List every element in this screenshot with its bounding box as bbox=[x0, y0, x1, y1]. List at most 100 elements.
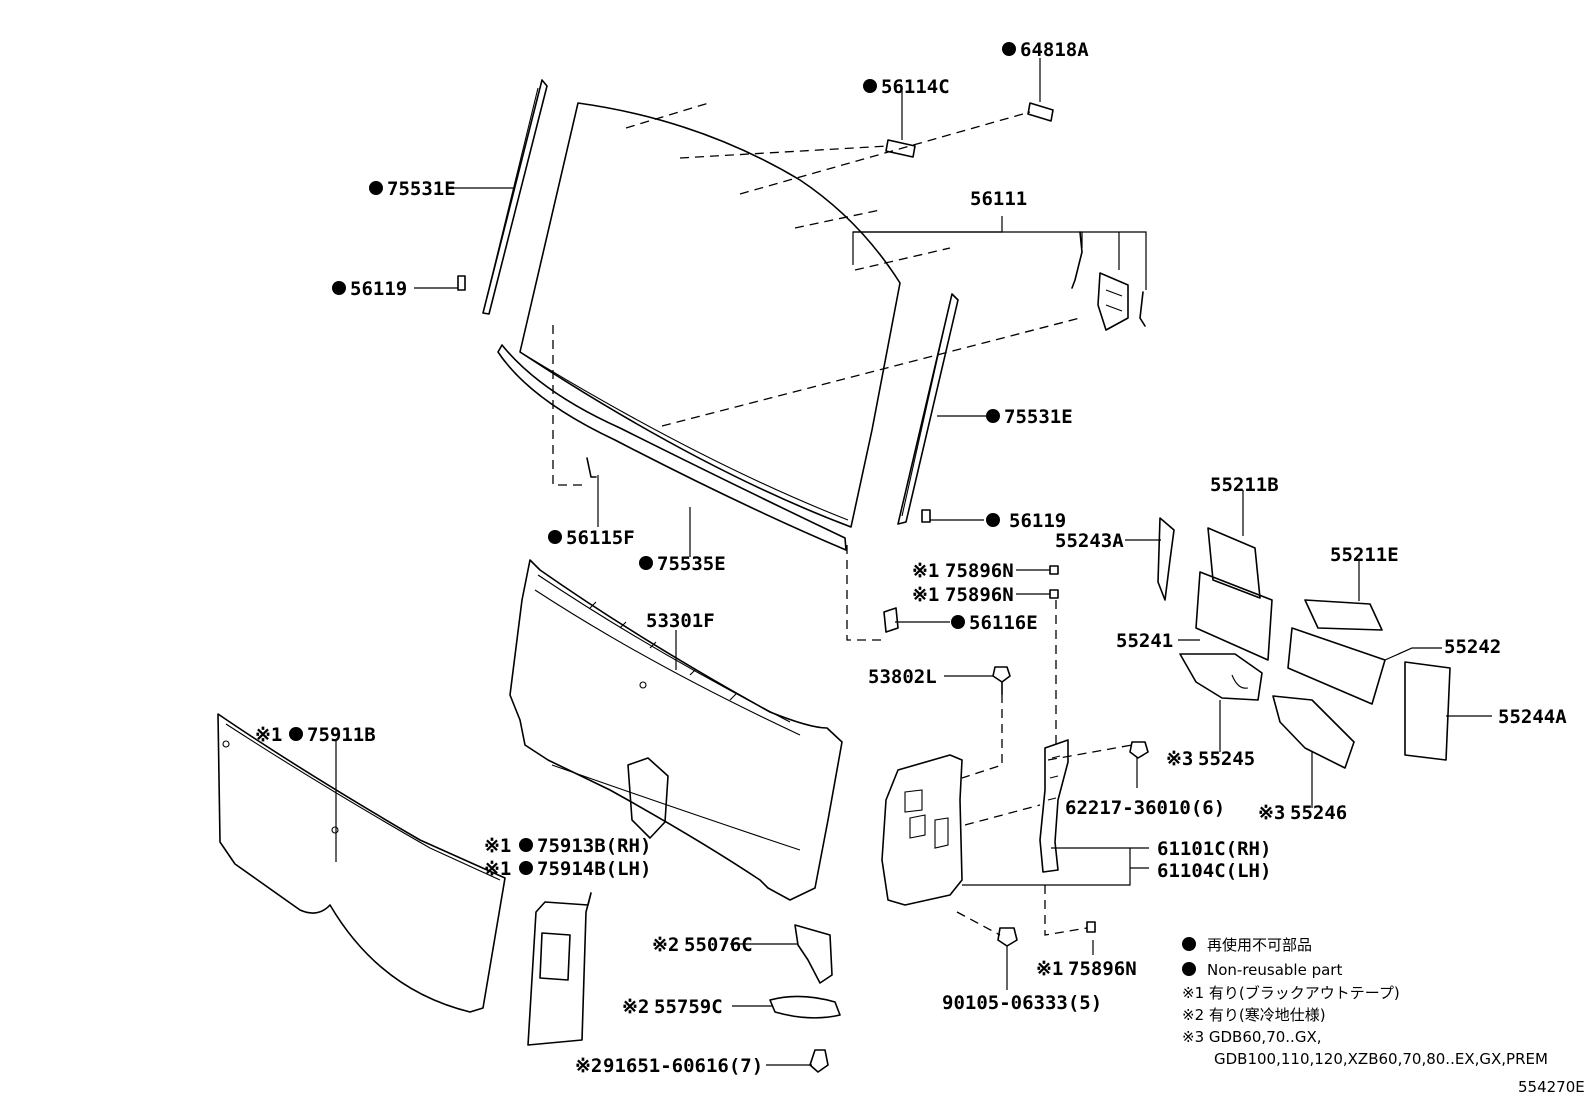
callout-55242: 55242 bbox=[1444, 636, 1501, 658]
part-number: 55245 bbox=[1198, 748, 1255, 770]
callout-55759c: ※2 55759C bbox=[622, 996, 723, 1018]
legend-note-1: ※1 有り(ブラックアウトテープ) bbox=[1182, 984, 1400, 1002]
callout-56119-left: 56119 bbox=[332, 278, 407, 300]
part-number: 56111 bbox=[970, 188, 1027, 210]
part-number: 56119 bbox=[1009, 510, 1066, 532]
callout-labels: 64818A 56114C 75531E 56111 56119 75531E … bbox=[255, 39, 1567, 1077]
callout-91651-60616: ※2 91651-60616(7) bbox=[575, 1055, 763, 1077]
nonreusable-dot-icon bbox=[863, 79, 877, 93]
callout-75896n-b: ※1 75896N bbox=[912, 584, 1014, 606]
part-number: 64818A bbox=[1020, 39, 1089, 61]
note-ref: ※1 bbox=[484, 835, 511, 857]
part-number: 53802L bbox=[868, 666, 937, 688]
seal-55244a bbox=[1404, 661, 1451, 761]
part-number: 75896N bbox=[945, 560, 1014, 582]
callout-64818a: 64818A bbox=[1002, 39, 1089, 61]
callout-75896n-c: ※1 75896N bbox=[1036, 958, 1137, 980]
clip-56115f bbox=[586, 457, 597, 478]
note-ref: ※2 bbox=[652, 934, 679, 956]
part-number: 55242 bbox=[1444, 636, 1501, 658]
callout-55211b: 55211B bbox=[1210, 474, 1279, 496]
callout-75535e: 75535E bbox=[639, 553, 726, 575]
side-tape-75913b bbox=[527, 892, 592, 1046]
blackout-tape-75911b bbox=[217, 713, 506, 1013]
part-number: 55241 bbox=[1116, 630, 1173, 652]
part-number: 55076C bbox=[684, 934, 753, 956]
part-number: 55211E bbox=[1330, 544, 1399, 566]
callout-55211e: 55211E bbox=[1330, 544, 1399, 566]
part-number: 61101C(RH) bbox=[1157, 838, 1271, 860]
legend-nonreusable-jp: 再使用不可部品 bbox=[1207, 936, 1312, 954]
callout-56116e: 56116E bbox=[951, 612, 1038, 634]
side-moulding-left bbox=[482, 79, 548, 315]
nonreusable-dot-icon bbox=[986, 409, 1000, 423]
callout-75913b: ※1 75913B(RH) bbox=[484, 835, 651, 857]
part-number: 62217-36010(6) bbox=[1065, 797, 1225, 819]
part-number: 55759C bbox=[654, 996, 723, 1018]
note-ref: ※1 bbox=[255, 724, 282, 746]
note-ref: ※1 bbox=[912, 584, 939, 606]
part-number: 53301F bbox=[646, 610, 715, 632]
part-number: 61104C(LH) bbox=[1157, 860, 1271, 882]
leader-lines bbox=[335, 58, 1492, 1066]
legend-note-2: ※2 有り(寒冷地仕様) bbox=[1182, 1006, 1326, 1024]
part-number: 55246 bbox=[1290, 802, 1347, 824]
clip-64818a bbox=[1027, 102, 1054, 122]
part-number: 56119 bbox=[350, 278, 407, 300]
part-number: 75896N bbox=[1068, 958, 1137, 980]
lower-moulding bbox=[497, 344, 847, 551]
callout-55076c: ※2 55076C bbox=[652, 934, 753, 956]
callout-75531e-left: 75531E bbox=[369, 178, 456, 200]
windshield-glass bbox=[519, 102, 901, 528]
legend-note-3-cont: GDB100,110,120,XZB60,70,80..EX,GX,PREM bbox=[1214, 1050, 1548, 1068]
callout-56115f: 56115F bbox=[548, 527, 635, 549]
nonreusable-dot-icon bbox=[332, 281, 346, 295]
callout-55243a: 55243A bbox=[1055, 530, 1124, 552]
callout-75896n-a: ※1 75896N bbox=[912, 560, 1014, 582]
nonreusable-dot-icon bbox=[1002, 42, 1016, 56]
clip-75896n-b bbox=[1049, 589, 1059, 599]
callout-61104c: 61104C(LH) bbox=[1157, 860, 1271, 882]
seal-55211e bbox=[1304, 599, 1383, 631]
part-number: 56115F bbox=[566, 527, 635, 549]
seal-55243a bbox=[1157, 517, 1175, 601]
part-number: 75914B(LH) bbox=[537, 858, 651, 880]
note-ref: ※1 bbox=[912, 560, 939, 582]
callout-55241: 55241 bbox=[1116, 630, 1173, 652]
bracket-55076c bbox=[794, 924, 833, 984]
callout-75911b: ※1 75911B bbox=[255, 724, 376, 746]
callout-62217-36010: 62217-36010(6) bbox=[1065, 797, 1225, 819]
note-ref: ※2 bbox=[622, 996, 649, 1018]
note-ref: ※1 bbox=[484, 858, 511, 880]
pillar-inner-panel bbox=[881, 754, 963, 906]
cover-55759c bbox=[769, 995, 841, 1019]
bracket-56116e bbox=[883, 607, 899, 633]
figure-code: 554270E bbox=[1518, 1078, 1585, 1096]
nonreusable-dot-icon bbox=[1182, 937, 1196, 951]
pillar-panel-61101c bbox=[1039, 739, 1069, 873]
part-number: 55211B bbox=[1210, 474, 1279, 496]
note-ref: ※2 bbox=[575, 1055, 602, 1077]
note-ref: ※3 bbox=[1258, 802, 1285, 824]
part-number: 75531E bbox=[1004, 406, 1073, 428]
callout-56114c: 56114C bbox=[863, 76, 950, 98]
nonreusable-dot-icon bbox=[289, 727, 303, 741]
clip-75896n-a bbox=[1049, 565, 1059, 575]
callout-61101c: 61101C(RH) bbox=[1157, 838, 1271, 860]
part-number: 75531E bbox=[387, 178, 456, 200]
callout-55245: ※3 55245 bbox=[1166, 748, 1255, 770]
callout-55244a: 55244A bbox=[1498, 706, 1567, 728]
nonreusable-dot-icon bbox=[519, 838, 533, 852]
nonreusable-dot-icon bbox=[951, 615, 965, 629]
callout-56119-right: 56119 bbox=[986, 510, 1066, 532]
part-number: 56116E bbox=[969, 612, 1038, 634]
nonreusable-dot-icon bbox=[1182, 962, 1196, 976]
seal-55246 bbox=[1272, 695, 1355, 769]
legend-note-3: ※3 GDB60,70..GX, bbox=[1182, 1028, 1322, 1046]
clip-62217 bbox=[1129, 741, 1149, 759]
part-number: 91651-60616(7) bbox=[603, 1055, 763, 1077]
callout-75914b: ※1 75914B(LH) bbox=[484, 858, 651, 880]
cowl-panel-53301f bbox=[509, 559, 843, 901]
note-ref: ※1 bbox=[1036, 958, 1063, 980]
